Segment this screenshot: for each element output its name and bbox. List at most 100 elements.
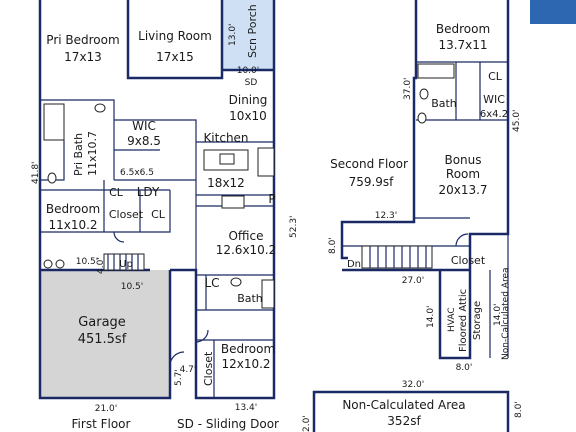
d2-dim: 2.0' (302, 415, 312, 432)
noncalc-small-label: Non-Calculated Area (501, 267, 511, 360)
stair-a-dim: 10.5' (76, 257, 99, 267)
dn-label: Dn (347, 259, 361, 270)
stairs-second-floor (361, 245, 433, 269)
d12-dim: 12.3' (375, 211, 398, 221)
scn-porch-area (222, 0, 274, 70)
garage-name: Garage (78, 315, 126, 330)
office-name: Office (228, 229, 263, 243)
toilet-upper (417, 112, 427, 124)
pri-bedroom-name: Pri Bedroom (46, 33, 119, 47)
bonus-name1: Bonus (444, 153, 481, 167)
noncalc-big-name: Non-Calculated Area (342, 398, 465, 412)
bathtub-lower (261, 279, 275, 309)
d32-dim: 32.0' (402, 380, 425, 390)
kitchen-size: 18x12 (207, 176, 245, 190)
cl-b-label: CL (151, 208, 166, 221)
bottom-left-dim: 21.0' (95, 404, 118, 414)
pri-bath-name: Pri Bath (72, 133, 85, 176)
d8c-dim: 8.0' (514, 401, 524, 418)
up-closet-label: Closet (451, 254, 486, 267)
wic-name: WIC (132, 119, 156, 133)
first-floor (38, 0, 276, 400)
up-cl-label: CL (488, 70, 503, 83)
door-b-dim: 5.7' (174, 369, 184, 386)
left-height-dim: 41.8' (31, 161, 41, 184)
hvac-l3: Storage (472, 301, 483, 340)
d14b-dim: 14.0' (493, 303, 503, 326)
kitchen-sink (219, 153, 235, 165)
door-swing-closet (113, 231, 125, 243)
d14a-dim: 14.0' (426, 305, 436, 328)
d8b-dim: 8.0' (456, 363, 473, 373)
d37-dim: 37.0' (403, 77, 413, 100)
hvac-l2: Floored Attic (458, 289, 469, 352)
scn-porch-dim: 13.0' (228, 23, 238, 46)
sink-pri (94, 103, 106, 113)
d8a-dim: 8.0' (328, 237, 338, 254)
first-floor-outer-wall (38, 0, 276, 400)
closet-a-label: Closet (109, 208, 144, 221)
up-wic-name: WIC (483, 93, 505, 106)
lc-label: LC (204, 276, 219, 290)
living-room-name: Living Room (138, 29, 212, 43)
garage-top-dim: 10.5' (121, 282, 144, 292)
garage-area (40, 270, 170, 398)
up-bath-label: Bath (431, 97, 457, 110)
d45-dim: 45.0' (512, 109, 522, 132)
living-room-size: 17x15 (156, 50, 194, 64)
sd-label: SD (245, 78, 258, 88)
bottom-right-dim: 13.4' (235, 403, 258, 413)
bedroom-a-size: 11x10.2 (48, 218, 97, 232)
noncalc-big-area: 352sf (387, 414, 421, 428)
bathtub-pri (43, 103, 65, 141)
fridge (257, 147, 275, 177)
right-height-dim: 52.3' (289, 215, 299, 238)
stairs-first-floor (103, 253, 145, 271)
closet-b-label: Closet (202, 351, 215, 386)
bonus-size: 20x13.7 (438, 183, 487, 197)
dining-name: Dining (229, 93, 268, 107)
pantry-label: P (268, 192, 275, 206)
second-floor (312, 0, 510, 432)
washer (43, 259, 53, 269)
bath-label: Bath (237, 292, 263, 305)
scn-porch-name: Scn Porch (246, 4, 259, 58)
bedroom-b-name: Bedroom (221, 342, 275, 356)
range (221, 195, 245, 209)
second-floor-outer-wall (340, 0, 510, 360)
second-floor-title: Second Floor (330, 157, 408, 171)
first-floor-title: First Floor (72, 417, 131, 431)
bathtub-upper (417, 63, 455, 79)
dining-size: 10x10 (229, 109, 267, 123)
door-swing-bed (195, 329, 209, 343)
ldy-label: LDY (137, 185, 160, 199)
door-swing-garage (169, 351, 185, 367)
up-bedroom-name: Bedroom (436, 22, 490, 36)
sd-legend: SD - Sliding Door (177, 417, 279, 431)
hvac-l1: HVAC (447, 307, 457, 332)
up-wic-size: 6x4.2 (480, 109, 508, 120)
bedroom-b-size: 12x10.2 (221, 357, 270, 371)
toilet-pri (47, 172, 57, 184)
brand-corner-tile (530, 0, 576, 24)
second-floor-interior-walls (342, 61, 508, 247)
d27-dim: 27.0' (402, 276, 425, 286)
wic-size: 9x8.5 (127, 134, 161, 148)
first-floor-labels: Pri Bedroom 17x13 Living Room 17x15 13.0… (31, 4, 299, 431)
kitchen-name: Kitchen (203, 131, 248, 145)
porch-width-dim: 10.0' (237, 66, 260, 76)
up-label: Up (119, 259, 133, 270)
door-swing-upper (455, 233, 469, 247)
sink-upper (419, 88, 429, 100)
dryer (55, 259, 65, 269)
sink-lower (230, 277, 242, 287)
office-size: 12.6x10.2 (216, 243, 277, 257)
pri-bath-size: 11x10.7 (86, 131, 99, 176)
bedroom-a-name: Bedroom (46, 202, 100, 216)
door-a-dim: 4.7' (180, 365, 197, 375)
room-small-dim: 6.5x6.5 (120, 168, 154, 178)
up-bedroom-size: 13.7x11 (438, 38, 487, 52)
second-floor-area: 759.9sf (349, 175, 395, 189)
pri-bedroom-size: 17x13 (64, 50, 102, 64)
garage-size: 451.5sf (78, 332, 127, 347)
